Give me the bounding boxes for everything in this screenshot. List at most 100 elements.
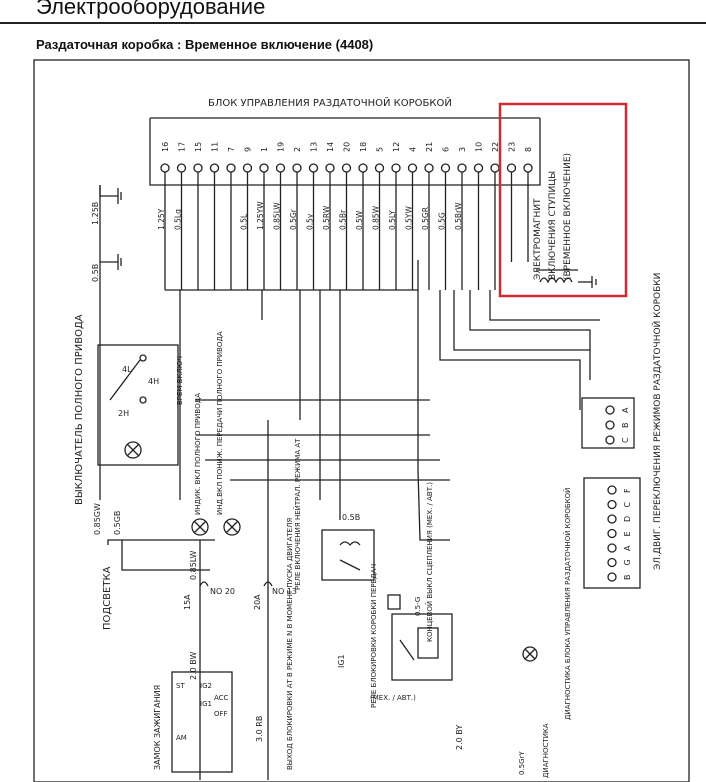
fuse-20a: 20A — [253, 594, 262, 610]
ecu-pin-terminal — [292, 163, 302, 173]
wire-label: 0.5Lg — [174, 209, 183, 230]
ecu-pin-terminal — [193, 163, 203, 173]
relay-gear-coil — [417, 627, 439, 659]
limit-switch-box — [387, 594, 401, 610]
ecu-pin-4: 4 — [409, 147, 418, 152]
ecu-pin-terminal — [226, 163, 236, 173]
relay-neutral-label: РЕЛЕ ВКЛЮЧЕНИЯ НЕЙТРАЛ. РЕЖИМА АТ — [293, 438, 302, 590]
ecu-title: БЛОК УПРАВЛЕНИЯ РАЗДАТОЧНОЙ КОРОБКОЙ — [208, 96, 452, 109]
ecu-pin-7: 7 — [227, 147, 236, 152]
ecu-pin-1: 1 — [260, 147, 269, 152]
ecu-pin-5: 5 — [376, 147, 385, 152]
ecu-pin-terminal — [523, 163, 533, 173]
wire-3rb: 3.0 RB — [255, 716, 264, 742]
ign-am: AM — [176, 734, 187, 742]
ecu-pin-terminal — [259, 163, 269, 173]
ecu-pin-8: 8 — [524, 147, 533, 152]
connector-small-pin: C — [621, 437, 630, 443]
relay-gear-label: РЕЛЕ БЛОКИРОВКИ КОРОБКИ ПЕРЕДАЧ — [370, 564, 378, 708]
wire-label: 0.5Br — [339, 209, 348, 230]
ig1-label: IG1 — [337, 654, 346, 668]
connector-large-terminal — [607, 543, 617, 553]
wire-label: 0.5LY — [388, 210, 397, 230]
ecu-pin-23: 23 — [508, 142, 517, 152]
ign-ig2: IG2 — [200, 682, 212, 690]
ign-off: OFF — [214, 710, 228, 718]
diag-label: ДИАГНОСТИКА БЛОКА УПРАВЛЕНИЯ РАЗДАТОЧНОЙ… — [563, 488, 572, 720]
relay-wire: 0.5B — [342, 513, 360, 522]
connector-large-terminal — [607, 557, 617, 568]
ecu-pin-2: 2 — [293, 147, 302, 152]
wire-label: 0.5y — [306, 213, 315, 230]
diagram-frame — [33, 59, 690, 782]
wire-label: 0.5BrW — [454, 202, 463, 230]
fuse-no13: NO 13 — [272, 587, 297, 596]
ecu-pin-terminal — [160, 163, 170, 173]
switch-lamp — [124, 441, 142, 459]
wire-label: 0.5W — [355, 210, 364, 230]
wire-label: 0.5L — [240, 213, 249, 230]
ecu-pin-6: 6 — [442, 147, 451, 152]
ecu-pin-21: 21 — [425, 142, 434, 152]
ecu-pin-16: 16 — [161, 142, 170, 152]
ecu-pin-14: 14 — [326, 142, 335, 152]
ecu-pin-terminal — [325, 163, 335, 173]
ground-wire-label-2: 0.5B — [91, 264, 100, 282]
ecu-pin-9: 9 — [244, 147, 253, 152]
ecu-pin-terminal — [176, 163, 187, 173]
ecu-pin-terminal — [341, 163, 352, 173]
diagram-subtitle: Раздаточная коробка : Временное включени… — [36, 37, 374, 52]
ecu-pin-terminal — [490, 163, 500, 173]
hub-solenoid: ЭЛЕКТРОМАГНИТ ВКЛЮЧЕНИЯ СТУПИЦЫ (ВРЕМЕНН… — [533, 153, 597, 288]
wire-label: 0.5GR — [421, 207, 430, 230]
connector-small — [581, 397, 635, 449]
wire-05g: 0.5-G — [414, 597, 422, 616]
ecu-pin-11: 11 — [211, 142, 220, 152]
ecu-pin-terminal — [242, 163, 253, 173]
solenoid-label-2: ВКЛЮЧЕНИЯ СТУПИЦЫ — [548, 171, 558, 280]
connector-large-terminal — [607, 572, 617, 582]
ecu-pin-terminal — [506, 163, 517, 173]
diag-lamp — [522, 646, 538, 662]
wire-label: 0.5Gr — [289, 208, 298, 230]
connector-small-terminal — [605, 435, 615, 445]
header-rule — [0, 22, 706, 24]
ecu-pin-terminal — [457, 163, 467, 173]
ecu-pin-terminal — [440, 163, 451, 173]
ecu-pin-terminal — [407, 163, 418, 173]
connector-large-pin: F — [623, 488, 632, 493]
ecu-pin-3: 3 — [458, 147, 467, 152]
ign-ig1: IG1 — [200, 700, 212, 708]
fuse-1 — [199, 581, 209, 587]
ecu-pin-18: 18 — [359, 142, 368, 152]
pos-4h: 4H — [148, 377, 159, 386]
ecu-pin-15: 15 — [194, 142, 203, 152]
ignition-switch-box — [171, 671, 233, 773]
page-title: Электрооборудование — [36, 0, 266, 19]
fourwd-switch-box — [97, 344, 179, 466]
connector-small-pin: A — [621, 407, 630, 413]
backlight-wire-1: 0.85GW — [93, 503, 102, 535]
ign-st: ST — [176, 682, 185, 690]
connector-large-pin: D — [623, 516, 632, 522]
connector-large-pin: A — [623, 545, 632, 551]
at-block-label: ВЫХОД БЛОКИРОВКИ АТ В РЕЖИМЕ N В МОМЕНТ … — [286, 518, 294, 770]
solenoid-label-3: (ВРЕМЕННОЕ ВКЛЮЧЕНИЕ) — [563, 153, 573, 280]
connector-large-pin: C — [623, 502, 632, 508]
connector-small-terminal — [605, 420, 615, 430]
solenoid-label-1: ЭЛЕКТРОМАГНИТ — [533, 198, 543, 280]
indicator-label: ИНДИК. ВКЛ ПОЛНОГО ПРИВОДА — [194, 393, 202, 515]
ecu-pin-terminal — [275, 163, 286, 173]
connector-large-terminal — [607, 499, 617, 510]
wire-2by: 2.0 BY — [455, 725, 464, 750]
ecu-pin-17: 17 — [178, 142, 187, 152]
pos-4l: 4L — [122, 365, 132, 374]
ground-1 — [99, 185, 118, 197]
relay-gear-sub: (МЕХ. / АВТ.) — [370, 694, 416, 702]
indicator-wire: 0.85LW — [189, 550, 198, 580]
ecu-pin-22: 22 — [491, 142, 500, 152]
diag-label-2: ДИАГНОСТИКА — [542, 723, 550, 778]
